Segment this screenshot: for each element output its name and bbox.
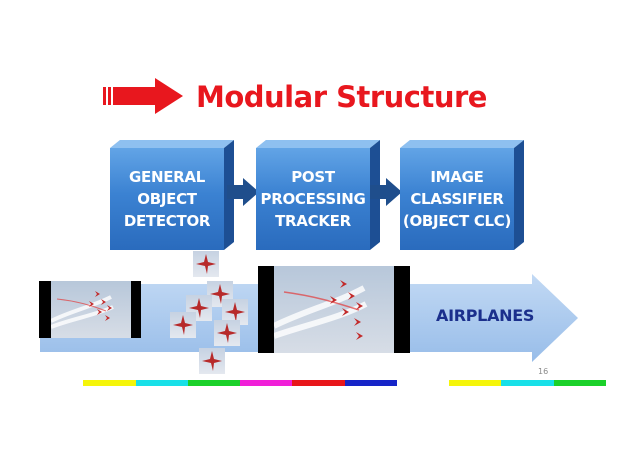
- airplane-icon: [210, 284, 230, 304]
- airplane-icon: [217, 323, 237, 343]
- color-strip-segment: [501, 380, 554, 386]
- connector-arrow-icon: [227, 178, 259, 206]
- airplane-icon: [196, 254, 216, 274]
- color-strip-segment: [187, 380, 241, 386]
- video-sky: [274, 266, 394, 353]
- output-class-label: AIRPLANES: [436, 306, 535, 325]
- box-top-face: [110, 140, 234, 148]
- box-top-face: [400, 140, 524, 148]
- connector-arrow-icon: [370, 178, 402, 206]
- airplane-icon: [173, 315, 193, 335]
- red-arrow-icon: [103, 78, 183, 114]
- box-top-face: [256, 140, 380, 148]
- color-strip-segment: [553, 380, 606, 386]
- airplane-crop: [193, 251, 219, 277]
- jets-formation-icon: [51, 291, 114, 329]
- page-number: 16: [538, 367, 549, 376]
- airplane-icon: [189, 298, 209, 318]
- box-label: GENERAL OBJECT DETECTOR: [123, 168, 211, 230]
- general-object-detector-box: GENERAL OBJECT DETECTOR: [110, 140, 234, 250]
- airplane-crop: [170, 312, 196, 338]
- box-front-face: POST PROCESSING TRACKER: [256, 148, 370, 250]
- airplane-crop: [199, 348, 225, 374]
- color-strip-segment: [292, 380, 345, 386]
- airplane-icon: [225, 302, 245, 322]
- color-strip-segment: [396, 380, 450, 386]
- input-video-frame: [39, 281, 141, 338]
- color-strip: [31, 380, 606, 386]
- color-strip-segment: [83, 380, 136, 386]
- box-side-face: [514, 140, 524, 250]
- post-processing-tracker-box: POST PROCESSING TRACKER: [256, 140, 380, 250]
- box-front-face: GENERAL OBJECT DETECTOR: [110, 148, 224, 250]
- video-sky: [51, 281, 131, 338]
- jets-formation-icon: [274, 280, 368, 340]
- airplane-crop: [214, 320, 240, 346]
- color-strip-segment: [449, 380, 502, 386]
- tracked-video-frame: [258, 266, 410, 353]
- color-strip-segment: [240, 380, 293, 386]
- color-strip-segment: [31, 380, 84, 386]
- airplane-icon: [202, 351, 222, 371]
- box-label: IMAGE CLASSIFIER (OBJECT CLC): [402, 168, 512, 230]
- box-label: POST PROCESSING TRACKER: [260, 168, 366, 230]
- color-strip-segment: [344, 380, 397, 386]
- color-strip-segment: [135, 380, 188, 386]
- image-classifier-box: IMAGE CLASSIFIER (OBJECT CLC): [400, 140, 524, 250]
- page-title: Modular Structure: [196, 80, 487, 114]
- box-front-face: IMAGE CLASSIFIER (OBJECT CLC): [400, 148, 514, 250]
